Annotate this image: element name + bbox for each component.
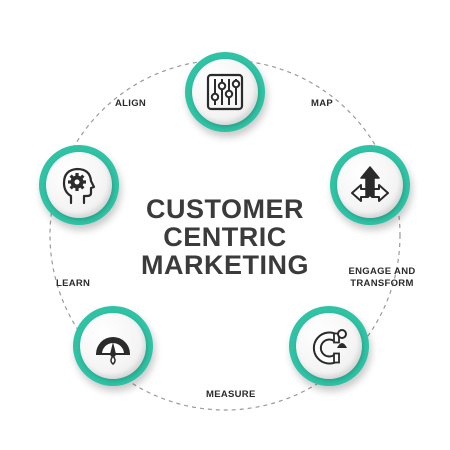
head-gear-icon	[62, 167, 96, 205]
label-engage-line1: ENGAGE AND	[348, 266, 416, 277]
node-bottom-right-face	[296, 313, 362, 379]
label-measure: MEASURE	[206, 389, 256, 400]
label-map: MAP	[311, 98, 334, 109]
title-line-2: CENTRIC	[163, 222, 287, 252]
label-engage-transform: ENGAGE AND TRANSFORM	[337, 266, 427, 290]
gauge-meter-icon	[96, 337, 130, 365]
node-left	[39, 145, 119, 225]
node-top-face	[192, 59, 258, 125]
title-line-3: MARKETING	[141, 250, 309, 280]
node-left-face	[46, 152, 112, 218]
title-line-1: CUSTOMER	[145, 194, 304, 224]
equalizer-sliders-icon	[206, 73, 244, 111]
node-right-face	[337, 152, 403, 218]
node-top	[185, 52, 265, 132]
label-engage-line2: TRANSFORM	[350, 278, 414, 289]
label-align: ALIGN	[115, 98, 147, 109]
label-learn: LEARN	[56, 278, 91, 289]
node-bottom-left	[73, 306, 153, 386]
direction-arrows-icon	[351, 166, 389, 202]
center-title: CUSTOMER CENTRIC MARKETING	[115, 195, 335, 279]
magnet-user-icon	[312, 329, 347, 365]
node-right	[330, 145, 410, 225]
node-bottom-left-face	[80, 313, 146, 379]
node-bottom-right	[289, 306, 369, 386]
